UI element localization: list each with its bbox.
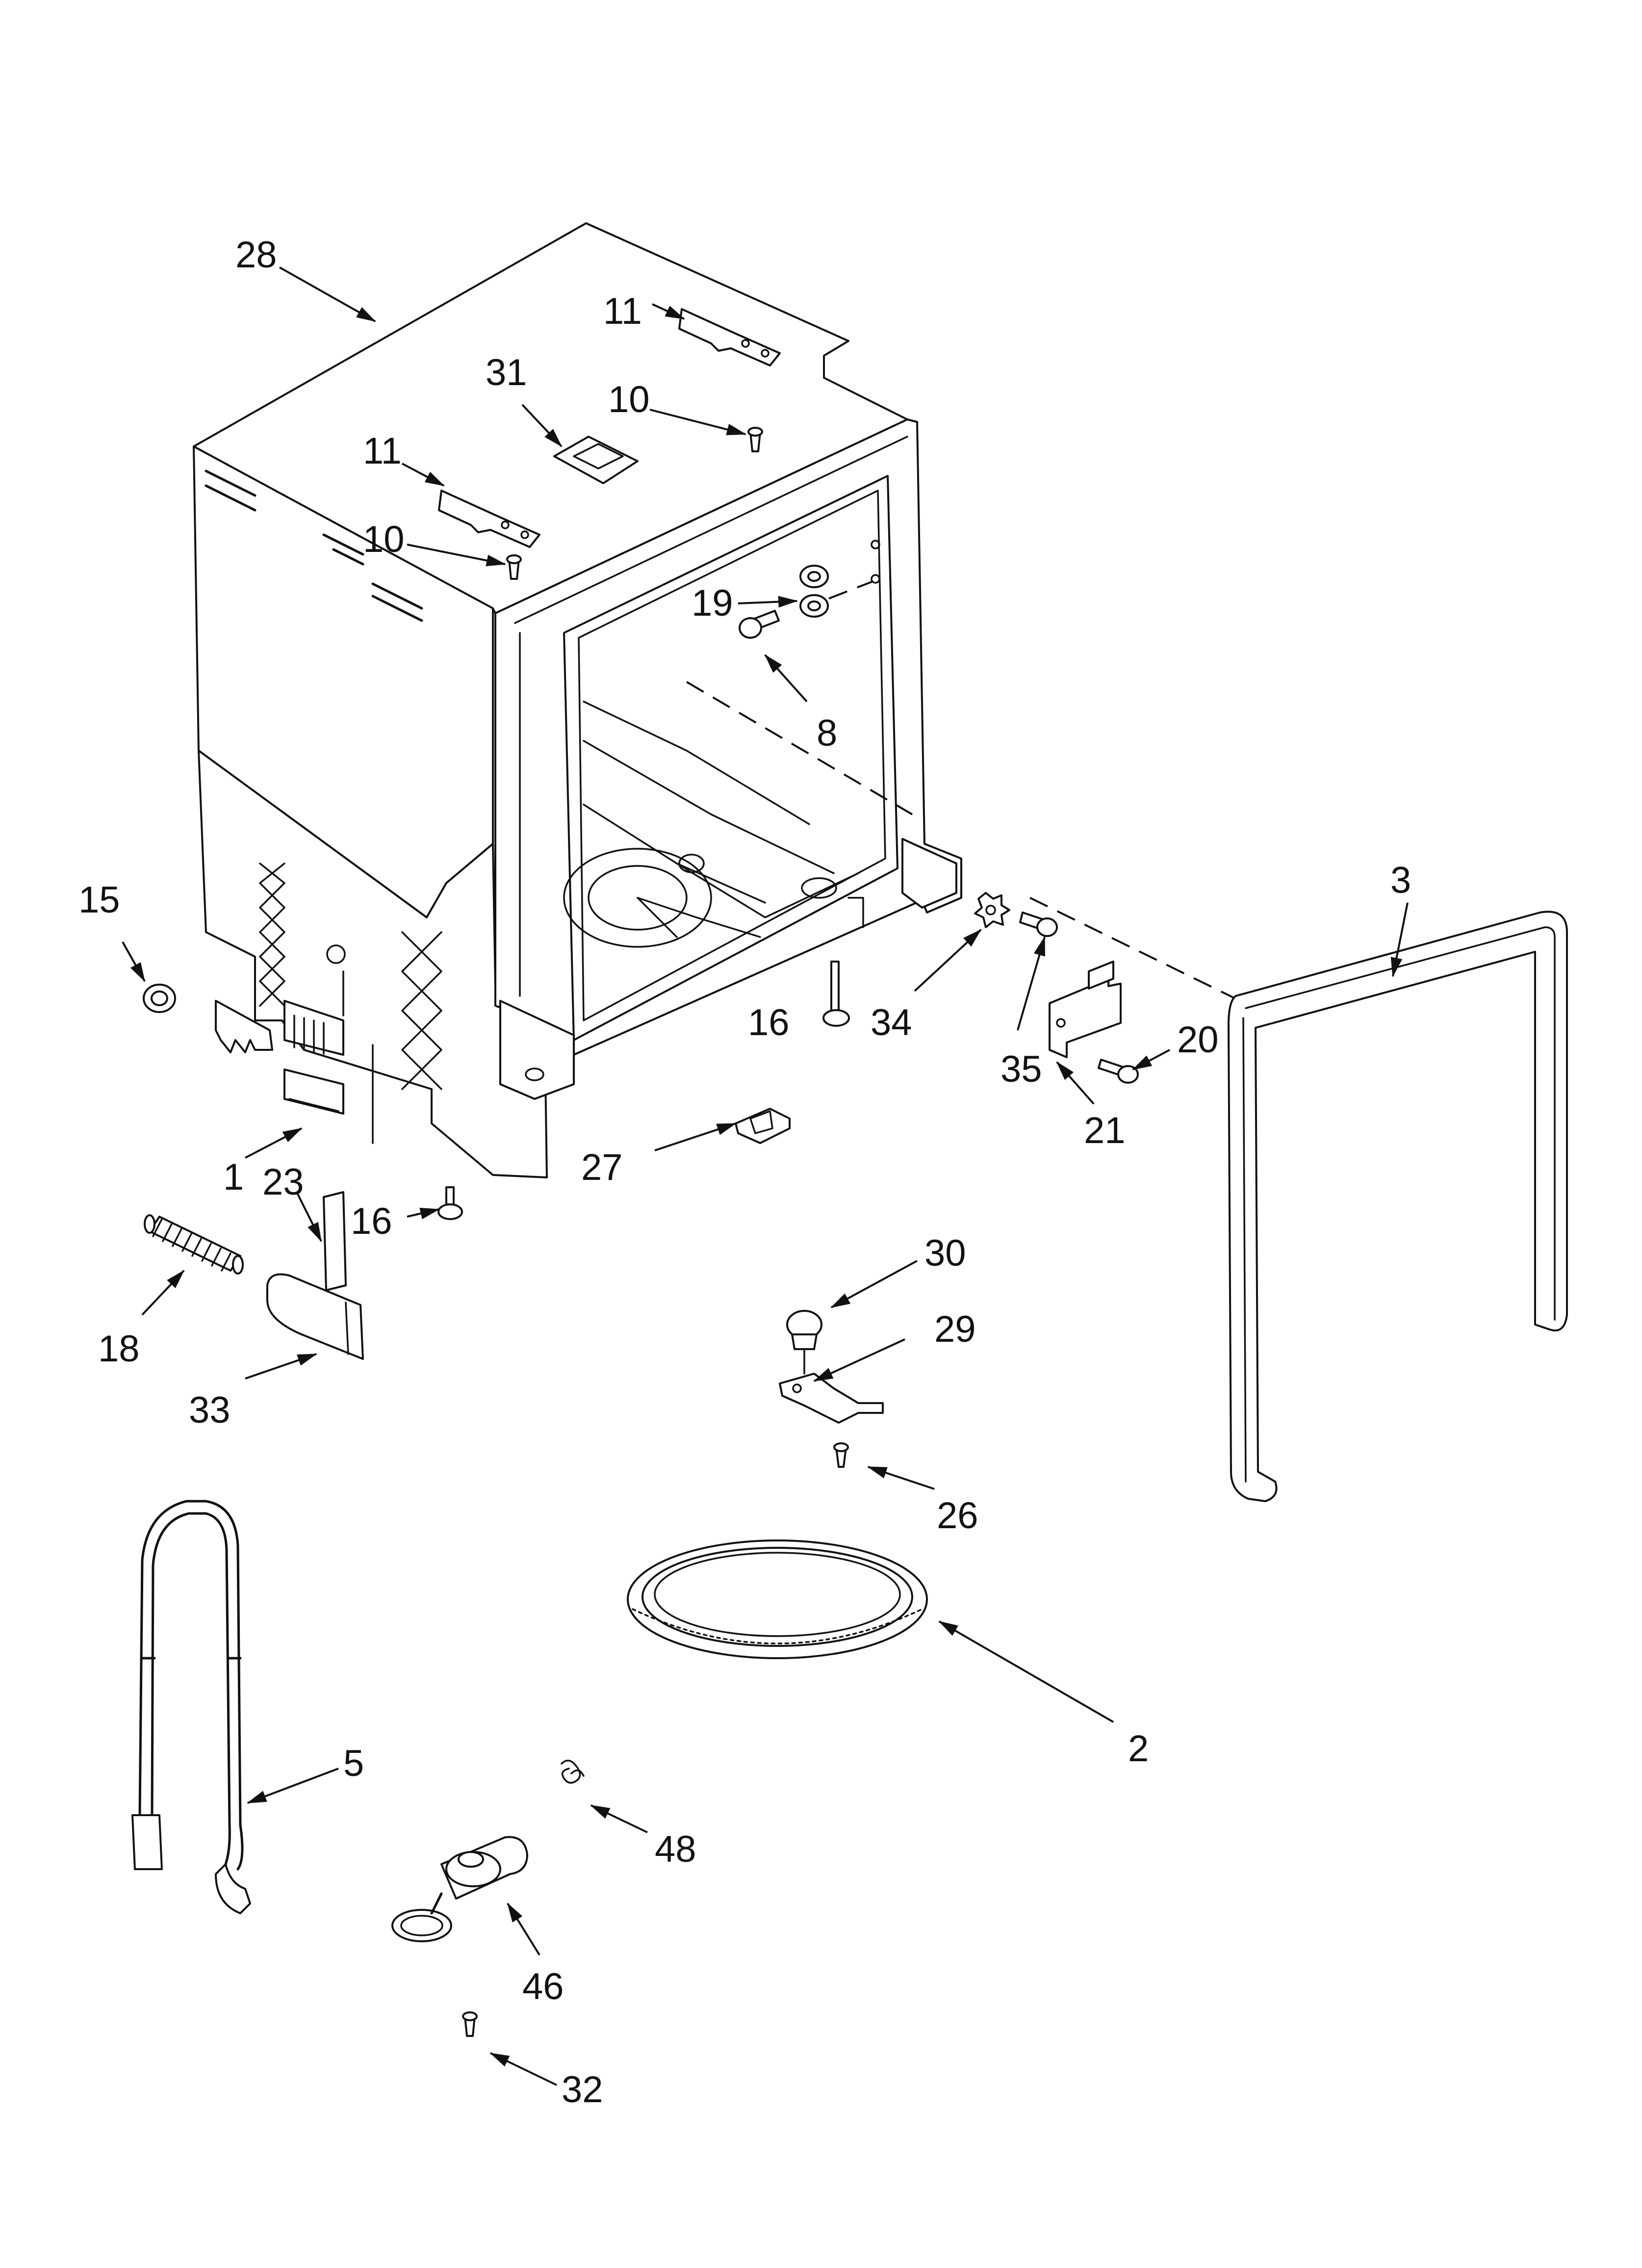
callout-21: 21 (1084, 1110, 1126, 1151)
screw-10-right (747, 427, 763, 452)
screw-10-left (506, 554, 522, 580)
callout-10: 10 (608, 379, 650, 420)
callout-35: 35 (1001, 1048, 1042, 1090)
hinge-bracket-11-left (438, 490, 540, 548)
callout-19: 19 (692, 582, 733, 624)
callout-10: 10 (363, 519, 405, 560)
callout-27: 27 (581, 1147, 623, 1188)
callout-16: 16 (351, 1200, 392, 1242)
clip-31 (553, 436, 639, 484)
clip-27 (735, 1108, 791, 1144)
callout-labels: 28 11 10 31 11 10 19 8 15 3 16 34 35 20 … (78, 234, 1411, 2111)
callout-23: 23 (262, 1161, 304, 1203)
door-gasket-3 (1228, 911, 1568, 1502)
valve-46 (391, 1836, 528, 1942)
leveling-leg-16b (437, 1186, 463, 1220)
leader-lines (122, 266, 1409, 2086)
callout-34: 34 (871, 1002, 912, 1043)
callout-15: 15 (78, 879, 120, 921)
callout-8: 8 (817, 712, 837, 754)
callout-32: 32 (562, 2069, 603, 2111)
callout-11: 11 (363, 430, 402, 472)
callout-16: 16 (748, 1002, 790, 1043)
bolt-8 (739, 610, 780, 639)
callout-29: 29 (934, 1308, 976, 1350)
star-washer-34 (974, 892, 1010, 928)
bracket-21 (1049, 961, 1122, 1058)
callout-31: 31 (486, 352, 527, 393)
tub-assembly (193, 222, 962, 1178)
cover-33 (266, 1273, 364, 1360)
hinge-bracket-11-right (678, 308, 781, 366)
hose-5 (131, 1500, 251, 1914)
thermostat-30 (786, 1310, 822, 1375)
nut-15 (143, 984, 176, 1013)
screw-26 (833, 1442, 849, 1468)
assembly-line (686, 681, 913, 815)
callout-11: 11 (603, 290, 642, 332)
screw-35 (1019, 912, 1058, 937)
callout-3: 3 (1390, 860, 1411, 901)
callout-2: 2 (1128, 1728, 1149, 1770)
callout-48: 48 (655, 1828, 696, 1870)
spring-clip-48 (561, 1759, 585, 1784)
screw-32 (462, 2011, 478, 2037)
callout-26: 26 (937, 1495, 978, 1537)
spring-18 (144, 1214, 244, 1275)
seal-ring-2 (627, 1539, 928, 1659)
callout-30: 30 (924, 1232, 966, 1274)
roller-19 (799, 540, 880, 618)
leveling-leg-16a (822, 961, 850, 1027)
callout-33: 33 (189, 1389, 231, 1431)
callout-20: 20 (1177, 1019, 1219, 1061)
strip-23 (323, 1191, 347, 1291)
callout-18: 18 (98, 1328, 140, 1370)
callout-1: 1 (223, 1156, 244, 1198)
callout-28: 28 (235, 234, 277, 276)
bracket-29 (779, 1373, 884, 1424)
screw-20 (1098, 1059, 1139, 1084)
callout-46: 46 (522, 1966, 564, 2007)
callout-5: 5 (343, 1743, 364, 1784)
